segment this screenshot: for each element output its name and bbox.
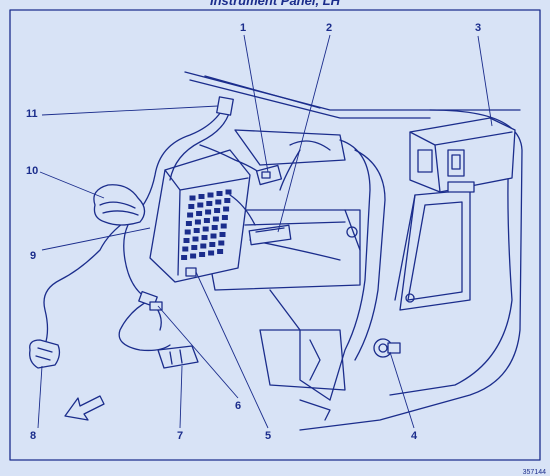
- fuse-slot: [189, 195, 196, 201]
- fuse-slot: [184, 229, 191, 235]
- connector-8: [29, 339, 61, 369]
- fuse-slot: [207, 192, 214, 198]
- fuse-slot: [196, 211, 203, 216]
- connector-11: [216, 96, 234, 116]
- fuse-slot: [217, 249, 224, 254]
- knee-bolster-opening: [394, 189, 471, 311]
- harness-bundle: [93, 184, 146, 226]
- callout-2: 2: [326, 22, 333, 34]
- fuse-slot: [210, 233, 217, 239]
- callout-6: 6: [235, 400, 242, 412]
- callout-9: 9: [30, 250, 37, 262]
- fuse-slot: [200, 243, 207, 249]
- fuse-slot: [185, 221, 192, 226]
- leader-5: [195, 271, 269, 429]
- diagram-frame: [9, 9, 541, 461]
- callout-5: 5: [265, 430, 272, 442]
- fuse-slot: [206, 201, 213, 206]
- fuse-slot: [224, 198, 231, 203]
- leader-6: [157, 305, 239, 399]
- fuse-slot: [187, 212, 194, 218]
- fuse-slot: [216, 191, 223, 196]
- switch-4: [373, 338, 401, 358]
- fuse-slot: [205, 209, 212, 215]
- fuse-slot: [225, 189, 232, 195]
- reference-number: 357144: [522, 469, 546, 476]
- fuse-slot: [190, 253, 197, 259]
- fuse-slot: [215, 199, 222, 205]
- support-bracket: [329, 139, 386, 401]
- leader-4: [389, 351, 415, 429]
- connector-2: [248, 224, 292, 246]
- fuse-slot: [214, 208, 221, 213]
- leader-9: [41, 227, 151, 251]
- fuse-slot: [192, 236, 199, 242]
- fuse-slot: [201, 235, 208, 240]
- fuse-slot: [223, 206, 230, 212]
- fuse-slot: [198, 194, 205, 199]
- fuse-slot: [220, 223, 227, 229]
- fuse-slot: [194, 219, 201, 225]
- fuse-slot: [209, 242, 216, 247]
- callout-10: 10: [26, 165, 39, 177]
- callout-3: 3: [475, 22, 482, 34]
- fuse-slot: [181, 255, 188, 260]
- module-3: [409, 117, 516, 193]
- fuse-slot: [202, 226, 209, 232]
- callout-1: 1: [240, 22, 247, 34]
- fuse-slot: [218, 240, 225, 246]
- fuse-slot: [188, 204, 195, 209]
- fuse-block: [149, 149, 251, 283]
- leader-7: [179, 365, 183, 429]
- fuse-slot: [182, 246, 189, 252]
- leader-10: [39, 171, 105, 199]
- diagram-title: Instrument Panel, LH: [209, 0, 341, 8]
- fuse-slot: [183, 238, 190, 243]
- front-of-vehicle-arrow-icon: [64, 395, 105, 421]
- fuse-slot: [199, 252, 206, 257]
- fuse-slot: [219, 232, 226, 237]
- fuse-slot: [191, 245, 198, 250]
- leader-3: [477, 35, 493, 127]
- fuse-slot: [208, 250, 215, 256]
- callout-8: 8: [30, 430, 37, 442]
- fuse-slot: [193, 228, 200, 233]
- leader-lines: [37, 34, 493, 429]
- connector-1: [255, 164, 283, 186]
- instrument-panel-outline: [184, 71, 523, 431]
- fuse-slot: [197, 202, 204, 208]
- leader-1: [243, 34, 269, 173]
- leader-2: [277, 34, 331, 233]
- fuse-slot: [221, 215, 228, 220]
- fuse-slot: [212, 216, 219, 222]
- fuse-slot: [203, 218, 210, 223]
- fuse-slot: [211, 225, 218, 230]
- callout-7: 7: [177, 430, 184, 442]
- connector-7: [157, 345, 199, 369]
- callout-4: 4: [411, 430, 418, 442]
- leader-8: [37, 365, 43, 429]
- callout-11: 11: [26, 108, 38, 120]
- leader-11: [41, 105, 219, 116]
- connector-6: [138, 290, 163, 311]
